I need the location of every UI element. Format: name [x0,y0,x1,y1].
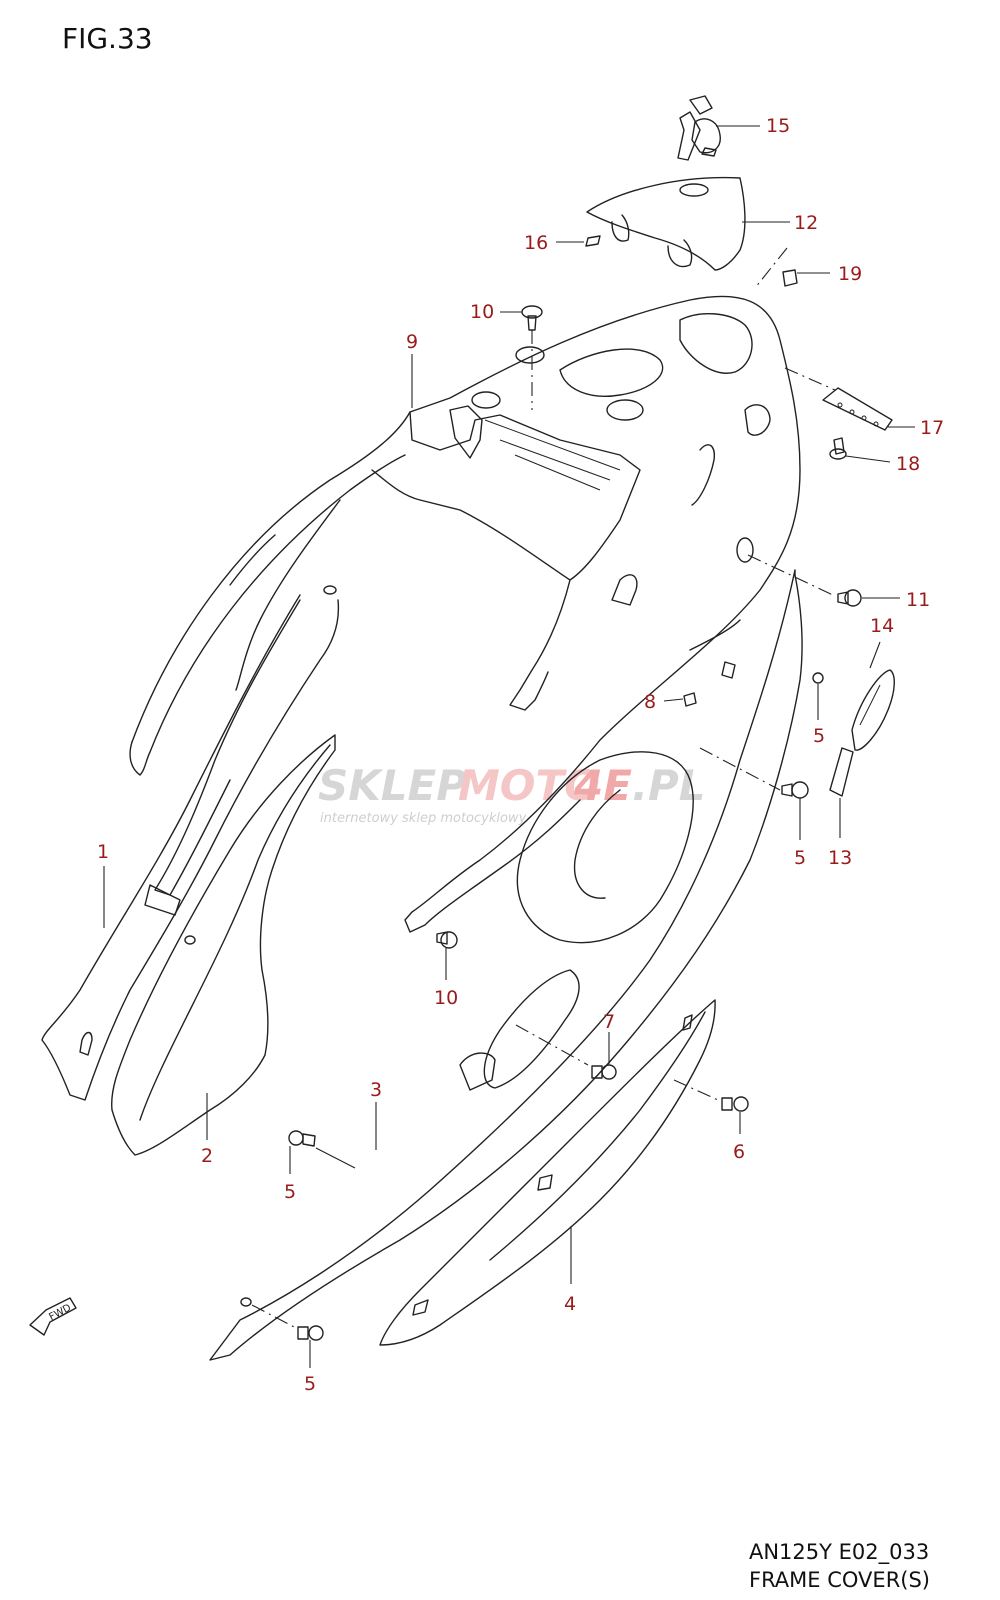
callout-8: 8 [644,691,656,713]
callout-13: 13 [828,847,852,869]
callout-3: 3 [370,1079,382,1101]
callout-5-bottom: 5 [304,1373,316,1395]
lower-center-cover [209,569,803,1361]
leader-lines [103,125,915,1368]
figure-title: FIG.33 [62,22,153,55]
callout-2: 2 [201,1145,213,1167]
callout-9: 9 [406,331,418,353]
callout-5-left: 5 [284,1181,296,1203]
callout-17: 17 [920,417,944,439]
lock-assembly-15 [677,95,721,161]
callout-16: 16 [524,232,548,254]
callout-1: 1 [97,841,109,863]
fwd-label: FWD [47,1302,73,1323]
model-code: AN125Y E02_033 [748,1540,930,1564]
callouts: 15 12 16 19 10 9 17 18 11 14 8 5 5 13 1 … [97,115,944,1395]
emblem-13 [829,747,854,797]
callout-18: 18 [896,453,920,475]
callout-6: 6 [733,1141,745,1163]
callout-10-top: 10 [470,301,494,323]
callout-10-bottom: 10 [434,987,458,1009]
left-side-cover [41,594,340,1101]
watermark-pl: .PL [632,761,706,810]
callout-19: 19 [838,263,862,285]
watermark: SKLEP MOTO 4E .PL internetowy sklep moto… [318,761,706,826]
left-lower-cover [110,734,336,1156]
rear-frame-cover [129,295,801,933]
callout-12: 12 [794,212,818,234]
fwd-arrow-icon: FWD [29,1297,77,1336]
callout-15: 15 [766,115,790,137]
callout-5-mid: 5 [794,847,806,869]
lower-right-panel [379,999,716,1346]
watermark-subtitle: internetowy sklep motocyklowy [320,811,527,826]
emblem-14 [851,669,895,751]
figure-caption: FRAME COVER(S) [748,1568,930,1592]
watermark-4e: 4E [573,761,632,810]
callout-4: 4 [564,1293,576,1315]
footer: AN125Y E02_033 FRAME COVER(S) [749,1538,930,1594]
watermark-sklep: SKLEP [318,761,467,810]
callout-14: 14 [870,615,894,637]
callout-5-right: 5 [813,725,825,747]
callout-11: 11 [906,589,930,611]
callout-7: 7 [603,1011,615,1033]
tail-cover-12 [586,176,746,271]
